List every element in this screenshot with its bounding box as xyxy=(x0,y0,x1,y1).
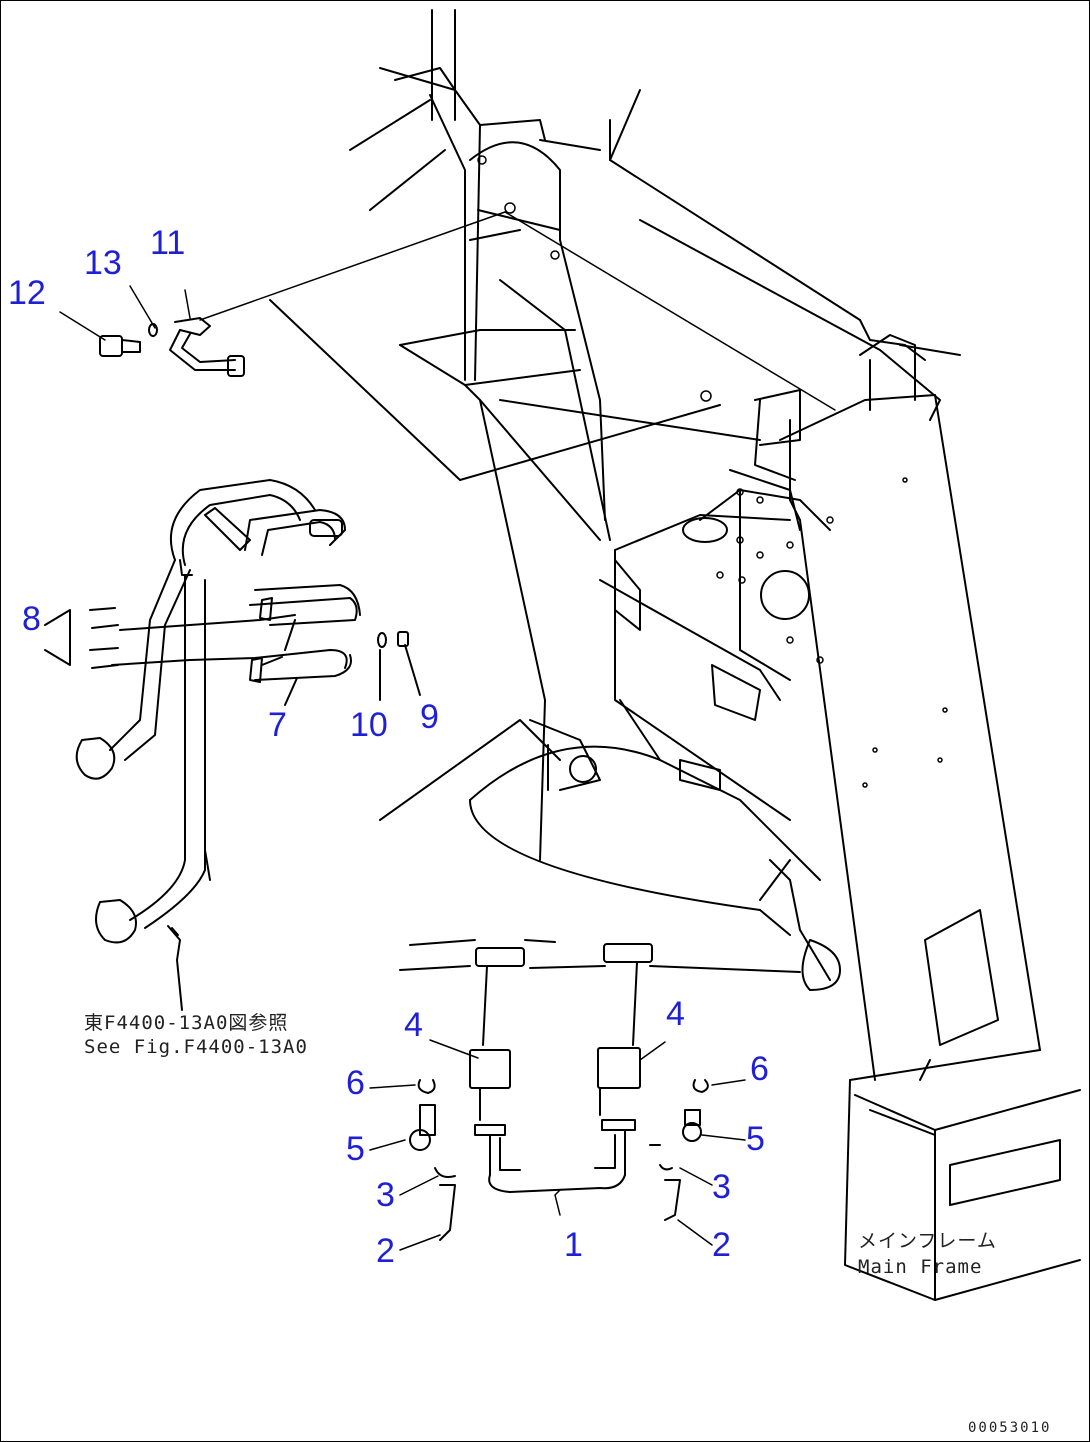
cross-member xyxy=(379,489,841,991)
callout-8: 8 xyxy=(22,600,41,638)
callout-1: 1 xyxy=(564,1226,583,1264)
frame-plates xyxy=(269,219,961,861)
callout-7: 7 xyxy=(268,706,287,744)
callout-2-left: 2 xyxy=(376,1232,395,1270)
callout-12: 12 xyxy=(8,274,46,312)
callout-4-right: 4 xyxy=(666,995,685,1033)
callout-5-left: 5 xyxy=(346,1130,365,1168)
callout-6-left: 6 xyxy=(346,1064,365,1102)
callout-5-right: 5 xyxy=(746,1120,765,1158)
callout-10: 10 xyxy=(350,706,388,744)
main-frame-label-en: Main Frame xyxy=(858,1256,983,1278)
callout-9: 9 xyxy=(420,698,439,736)
leader-lines xyxy=(59,211,836,411)
hose-bundle xyxy=(44,479,421,1011)
callout-2-right: 2 xyxy=(712,1226,731,1264)
see-fig-note-jp: 東F4400-13A0図参照 xyxy=(84,1012,289,1034)
main-frame-column xyxy=(729,334,1081,1301)
callout-13: 13 xyxy=(84,244,122,282)
main-frame-label-jp: メインフレーム xyxy=(858,1230,997,1252)
drawing-number: 00053010 xyxy=(968,1420,1052,1436)
see-fig-note-en: See Fig.F4400-13A0 xyxy=(84,1036,308,1058)
callout-3-left: 3 xyxy=(376,1176,395,1214)
upper-structure xyxy=(349,9,861,541)
upper-hose-assembly xyxy=(99,317,245,377)
lower-leaders xyxy=(369,1039,746,1251)
callout-6-right: 6 xyxy=(750,1050,769,1088)
bolt-holes xyxy=(477,155,948,788)
callout-3-right: 3 xyxy=(712,1168,731,1206)
callout-4-left: 4 xyxy=(404,1006,423,1044)
lower-bracket-assembly xyxy=(399,939,801,1241)
callout-11: 11 xyxy=(150,224,186,262)
